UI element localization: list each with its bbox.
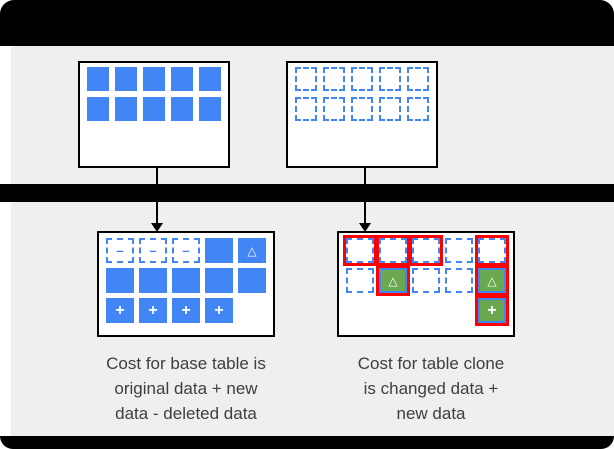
data-block-solid <box>106 268 134 293</box>
data-block-solid-plus: + <box>139 298 167 323</box>
delta-icon: △ <box>388 273 398 288</box>
data-block-solid-delta: △ <box>238 238 266 263</box>
data-block-solid <box>199 97 221 121</box>
data-block-dashed <box>379 67 401 91</box>
caption-line: original data + new <box>114 379 258 398</box>
data-block-dashed <box>445 268 473 293</box>
data-block-dashed <box>445 238 473 263</box>
data-block-dashed <box>346 268 374 293</box>
data-block-dashed <box>323 67 345 91</box>
data-block-dashed <box>412 268 440 293</box>
data-block-green-delta: △ <box>379 268 407 293</box>
base-table-initial-box <box>78 61 230 168</box>
data-block-solid-plus: + <box>205 298 233 323</box>
data-block-solid <box>87 97 109 121</box>
data-block-dashed-minus: – <box>106 238 134 263</box>
data-block-solid <box>172 268 200 293</box>
plus-icon: + <box>214 301 224 319</box>
data-block-green-delta: △ <box>478 268 506 293</box>
plus-icon: + <box>487 301 497 319</box>
minus-icon: – <box>116 243 124 258</box>
arrowhead-icon-left <box>151 223 163 232</box>
data-block-dashed-red <box>346 238 374 263</box>
data-block-solid <box>205 238 233 263</box>
caption-line: Cost for base table is <box>106 354 266 373</box>
data-block-solid <box>171 67 193 91</box>
plus-icon: + <box>181 301 191 319</box>
data-block-dashed <box>351 97 373 121</box>
data-block-dashed <box>351 67 373 91</box>
data-block-solid <box>115 67 137 91</box>
data-block-solid <box>199 67 221 91</box>
data-block-green-plus: + <box>478 298 506 323</box>
arrowhead-icon-right <box>359 223 371 232</box>
data-block-dashed <box>407 97 429 121</box>
data-block-dashed <box>295 97 317 121</box>
data-block-dashed-red <box>478 238 506 263</box>
data-block-dashed-minus: – <box>139 238 167 263</box>
data-block-solid <box>205 268 233 293</box>
top-black-bar <box>0 0 614 46</box>
data-block-solid <box>238 268 266 293</box>
data-block-dashed <box>323 97 345 121</box>
table-clone-initial-box <box>286 61 438 168</box>
data-block-solid <box>87 67 109 91</box>
data-block-solid-plus: + <box>106 298 134 323</box>
table-clone-cost-caption: Cost for table clone is changed data + n… <box>326 351 536 426</box>
bottom-black-bar <box>0 436 614 449</box>
plus-icon: + <box>148 301 158 319</box>
data-block-solid-plus: + <box>172 298 200 323</box>
base-table-cost-box: – – – △ + + + + <box>97 231 275 337</box>
caption-line: is changed data + <box>363 379 499 398</box>
middle-black-divider <box>0 184 614 202</box>
delta-icon: △ <box>487 273 497 288</box>
plus-icon: + <box>115 301 125 319</box>
data-block-dashed <box>295 67 317 91</box>
delta-icon: △ <box>247 243 257 258</box>
data-block-solid <box>171 97 193 121</box>
arrow-down-right <box>364 168 366 224</box>
data-block-dashed-red <box>379 238 407 263</box>
data-block-dashed-minus: – <box>172 238 200 263</box>
arrow-down-left <box>156 168 158 224</box>
minus-icon: – <box>149 243 157 258</box>
minus-icon: – <box>182 243 190 258</box>
base-table-cost-caption: Cost for base table is original data + n… <box>81 351 291 426</box>
data-block-dashed-red <box>412 238 440 263</box>
data-block-dashed <box>407 67 429 91</box>
data-block-solid <box>115 97 137 121</box>
caption-line: Cost for table clone <box>357 354 505 373</box>
data-block-solid <box>139 268 167 293</box>
data-block-solid <box>143 97 165 121</box>
caption-line: data - deleted data <box>115 404 257 423</box>
data-block-solid <box>143 67 165 91</box>
table-clone-cost-box: △ △ + <box>337 231 515 337</box>
caption-line: new data <box>396 404 466 423</box>
data-block-dashed <box>379 97 401 121</box>
